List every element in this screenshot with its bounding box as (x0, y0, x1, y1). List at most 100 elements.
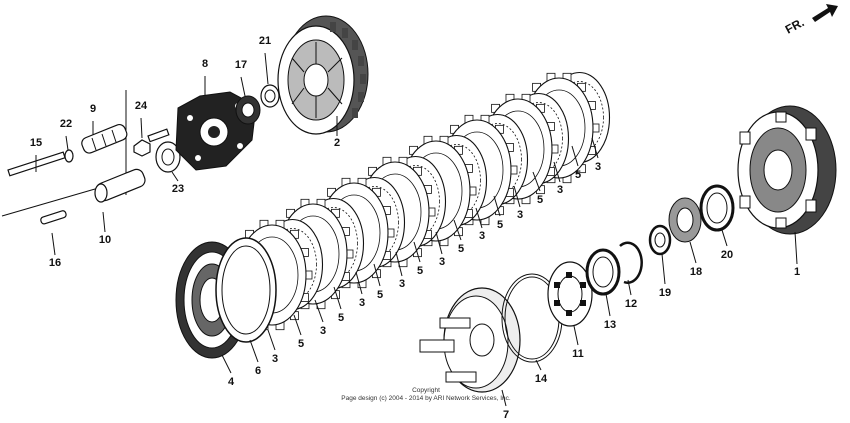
callout-label-1: 1 (794, 266, 800, 278)
washer-13 (585, 248, 621, 296)
callout-label-3: 3 (399, 278, 405, 290)
callout-leader (373, 263, 381, 287)
callout-label-21: 21 (259, 35, 271, 47)
copyright-notice: Page design (c) 2004 - 2014 by ARI Netwo… (341, 395, 511, 402)
callout-label-13: 13 (604, 319, 616, 331)
callout-label-3: 3 (595, 161, 601, 173)
judder-spring-6 (215, 237, 277, 343)
callout-label-5: 5 (575, 169, 581, 181)
callout-leader (573, 325, 579, 346)
callout-leader (395, 251, 403, 277)
callout-label-14: 14 (535, 373, 548, 385)
callout-leader (605, 293, 611, 317)
washer-19 (648, 224, 672, 256)
callout-leader (249, 339, 259, 363)
pressure-hub-7 (419, 287, 521, 393)
callout-label-18: 18 (690, 266, 702, 278)
callout-leader (721, 229, 728, 247)
clutch-center-1 (737, 105, 837, 235)
callout-label-5: 5 (458, 243, 464, 255)
callout-leader (333, 286, 342, 310)
callout-leader (221, 354, 232, 374)
callout-label-6: 6 (255, 365, 261, 377)
lock-nut-18 (668, 197, 702, 243)
callout-label-3: 3 (320, 325, 326, 337)
callout-label-5: 5 (417, 265, 423, 277)
callout-label-7: 7 (503, 409, 509, 421)
callout-leader (240, 76, 246, 97)
washer-22 (64, 149, 74, 163)
callout-label-10: 10 (99, 234, 111, 246)
callout-leader (140, 117, 143, 139)
callout-label-24: 24 (135, 100, 148, 112)
callout-label-16: 16 (49, 257, 61, 269)
callout-leader (102, 211, 106, 233)
callout-leader (493, 195, 501, 217)
copyright-title: Copyright (412, 387, 440, 394)
callout-label-3: 3 (479, 230, 485, 242)
callout-leader (532, 171, 541, 192)
callout-label-23: 23 (172, 183, 184, 195)
callout-leader (571, 145, 579, 167)
callout-label-15: 15 (30, 137, 42, 149)
callout-label-4: 4 (228, 376, 235, 388)
callout-label-22: 22 (60, 118, 72, 130)
bearing-17 (235, 95, 261, 125)
callout-leader (51, 232, 56, 256)
front-direction-indicator: FR. (783, 4, 838, 37)
callout-leader (65, 135, 69, 151)
bolt-24 (133, 128, 170, 157)
callout-leader (591, 137, 599, 159)
callout-leader (794, 231, 798, 265)
callout-leader (453, 219, 462, 241)
callout-leader (413, 241, 421, 263)
callout-leader (535, 359, 542, 371)
fr-arrow-icon (812, 4, 838, 22)
callout-leader (171, 171, 179, 182)
callout-label-11: 11 (572, 348, 584, 360)
callout-label-20: 20 (721, 249, 733, 261)
snap-ring-12 (619, 241, 643, 284)
callout-label-2: 2 (334, 137, 340, 149)
callout-leader (355, 271, 363, 295)
callout-leader (627, 279, 632, 296)
callout-label-5: 5 (537, 194, 543, 206)
callout-leader (513, 185, 521, 208)
callout-leader (293, 314, 302, 336)
callout-label-5: 5 (338, 312, 344, 324)
callout-label-8: 8 (202, 58, 208, 70)
callout-label-5: 5 (298, 338, 304, 350)
bearing-23 (155, 141, 181, 173)
clutch-outer-2 (277, 15, 369, 135)
callout-leader (689, 241, 697, 264)
callout-label-5: 5 (497, 219, 503, 231)
callout-label-3: 3 (557, 184, 563, 196)
callout-label-3: 3 (439, 256, 445, 268)
callouts: 1233333333345555555567891011121314151617… (30, 35, 800, 421)
callout-leader (267, 329, 276, 351)
callout-leader (501, 389, 507, 407)
callout-label-3: 3 (517, 209, 523, 221)
callout-label-9: 9 (90, 103, 96, 115)
callout-label-19: 19 (659, 287, 671, 299)
collar-9 (81, 123, 128, 154)
lifter-plate-11 (547, 261, 593, 327)
callout-leader (314, 299, 324, 323)
callout-label-3: 3 (359, 297, 365, 309)
callout-label-3: 3 (272, 353, 278, 365)
callout-label-17: 17 (235, 59, 247, 71)
callout-leader (553, 161, 561, 183)
callout-leader (661, 253, 666, 285)
callout-label-5: 5 (377, 289, 383, 301)
callout-leader (475, 207, 483, 229)
callout-leader (435, 231, 443, 255)
collar-10 (94, 168, 146, 203)
washer-21 (260, 84, 280, 108)
callout-label-12: 12 (625, 298, 637, 310)
callout-leader (264, 52, 269, 85)
washer-20 (699, 184, 735, 232)
pin-16 (40, 210, 67, 225)
fr-label: FR. (783, 15, 807, 36)
